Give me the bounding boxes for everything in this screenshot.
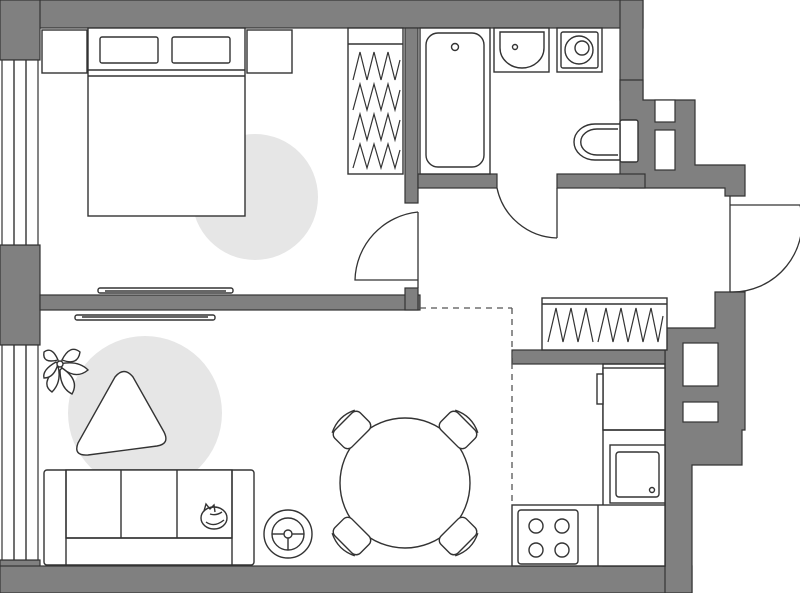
wall-bottom <box>0 565 693 593</box>
window-right-top-a <box>654 99 676 123</box>
sofa <box>43 469 255 566</box>
chair <box>438 409 479 450</box>
double-bed <box>87 27 246 217</box>
wall-bedroom-bath-lower <box>404 287 419 311</box>
wall-bedroom-living <box>39 294 421 311</box>
wall-top <box>0 0 644 29</box>
toilet <box>573 119 639 163</box>
hallway <box>541 297 668 351</box>
wardrobe-bedroom <box>347 27 404 175</box>
wall-shelf-living <box>74 314 216 321</box>
chair <box>438 516 479 557</box>
wardrobe-hallway <box>541 297 668 351</box>
living-room <box>43 314 479 566</box>
robot-vacuum-icon <box>263 509 313 559</box>
bathtub <box>419 27 491 175</box>
window-right-lower-a <box>682 342 719 387</box>
pillow-right <box>171 36 231 64</box>
wall-bedroom-bath-upper <box>404 27 419 204</box>
bathroom-sink <box>493 27 550 73</box>
door-bathroom <box>496 187 558 239</box>
washing-machine <box>556 27 603 73</box>
plant-icon <box>43 348 90 395</box>
pillow-left <box>99 36 159 64</box>
wall-shelf-bedroom <box>97 287 234 294</box>
chair <box>331 409 372 450</box>
wall-kitchen-top <box>511 349 666 365</box>
wall-right-step <box>619 79 746 197</box>
walls <box>0 0 746 593</box>
door-entrance <box>729 204 800 293</box>
kitchen-sink <box>609 444 666 504</box>
window-right-lower-b <box>682 401 719 423</box>
chair <box>331 516 372 557</box>
bedroom <box>41 27 404 294</box>
window-bedroom <box>1 59 39 246</box>
kitchen <box>511 363 666 567</box>
wall-left-middle <box>0 244 41 346</box>
fridge <box>596 367 666 431</box>
window-living <box>1 344 39 561</box>
cat-icon <box>200 502 228 530</box>
doors <box>354 187 800 505</box>
dining-set <box>331 409 479 557</box>
nightstand-left <box>41 29 88 74</box>
wall-right-lower <box>664 291 746 593</box>
wall-bath-bottom-right <box>556 173 646 189</box>
bathroom <box>419 27 639 175</box>
wall-bath-bottom-left <box>417 173 498 189</box>
dining-table <box>339 417 471 549</box>
coffee-table <box>76 370 167 456</box>
wall-left-top <box>0 0 41 61</box>
windows <box>1 59 719 561</box>
door-bedroom <box>354 211 419 281</box>
window-right-top-b <box>654 129 676 171</box>
cooktop <box>511 504 666 567</box>
nightstand-right <box>246 29 293 74</box>
